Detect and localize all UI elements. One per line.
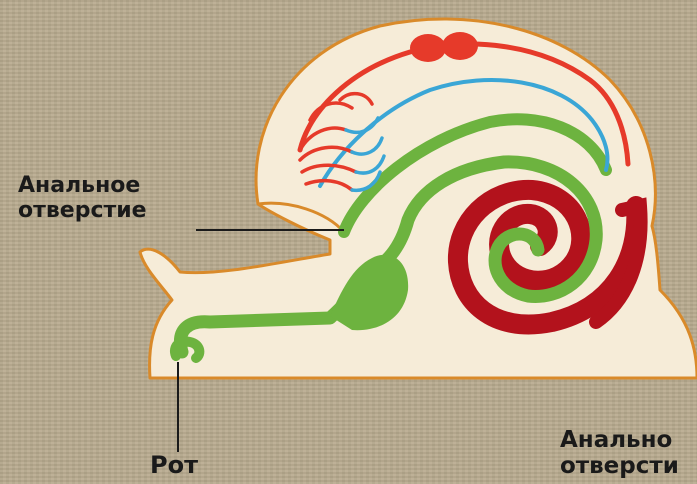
anal-opening-cut-line2: отверсти: [560, 454, 679, 480]
anal-opening-cut-line1: Анально: [560, 428, 679, 454]
mouth-label: Рот: [150, 452, 198, 479]
heart-left: [410, 34, 446, 62]
anal-opening-label-cut: Анально отверсти: [560, 428, 679, 480]
anal-opening-label-line2: отверстие: [18, 199, 147, 224]
anal-opening-label-line1: Анальное: [18, 174, 147, 199]
heart-right: [442, 32, 478, 60]
anal-opening-label: Анальное отверстие: [18, 174, 147, 223]
